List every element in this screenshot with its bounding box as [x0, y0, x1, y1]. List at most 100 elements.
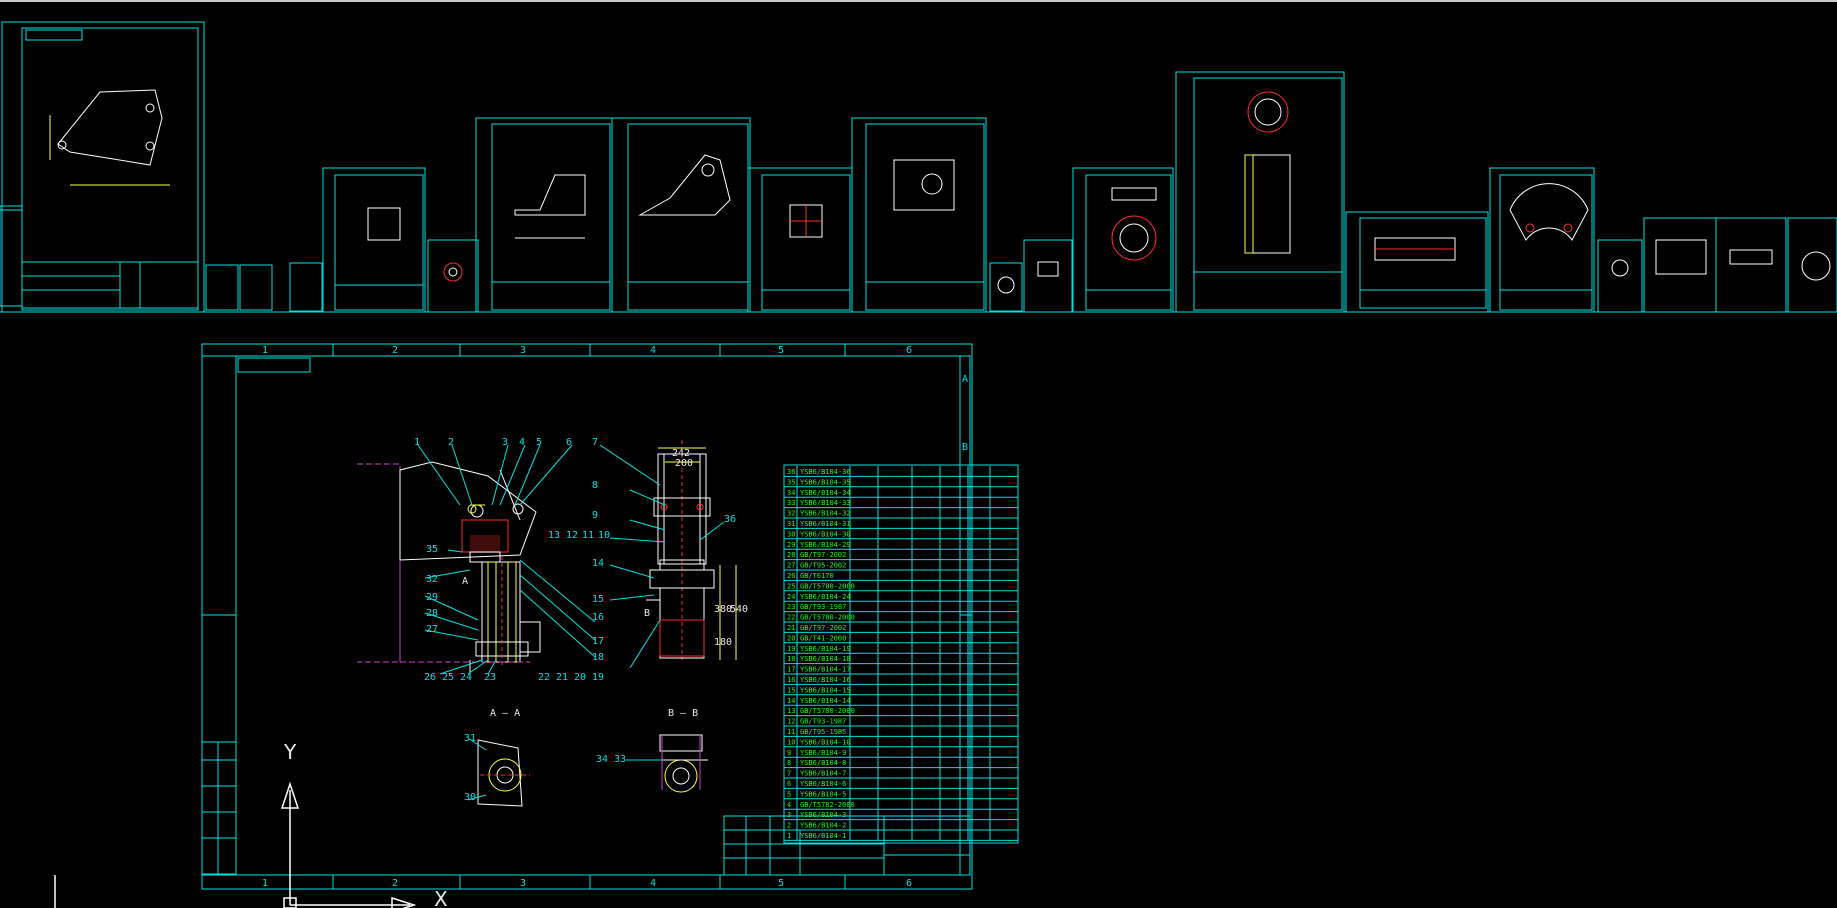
zone-number: 6	[906, 878, 912, 889]
bom-row-code: YSB6/B104-14	[800, 697, 851, 705]
bom-row-number: 7	[787, 770, 791, 778]
sheet-frame[interactable]	[1072, 167, 1174, 313]
bom-row-number: 25	[787, 582, 795, 590]
balloon-label: 19	[592, 672, 604, 683]
zone-number: 5	[778, 345, 784, 356]
bom-row-code: GB/T41-2000	[800, 634, 846, 642]
bom-row-code: YSB6/B104-31	[800, 520, 851, 528]
zone-letter: A	[962, 374, 968, 385]
zone-number: 3	[520, 345, 526, 356]
bom-row-number: 5	[787, 790, 791, 798]
bom-row-code: YSB6/B104-2	[800, 822, 846, 830]
sheet-label-box	[25, 29, 83, 41]
zone-numbers: 1 2 3 4 5 6 1 2 3 4 5 6 A B	[262, 345, 968, 889]
zone-number: 3	[520, 878, 526, 889]
balloon-label: 21	[556, 672, 568, 683]
dimension-text: 540	[730, 604, 748, 615]
balloon-label: 25	[442, 672, 454, 683]
balloon-label: 12	[566, 530, 578, 541]
zone-number: 1	[262, 345, 268, 356]
bom-row-number: 28	[787, 551, 795, 559]
bom-row-number: 29	[787, 541, 795, 549]
bom-row-number: 9	[787, 749, 791, 757]
section-views[interactable]	[477, 734, 708, 807]
balloon-label: 10	[598, 530, 610, 541]
sheet-frame[interactable]	[322, 167, 426, 313]
bom-row-code: GB/T97-2002	[800, 624, 846, 632]
bom-row-code: YSB6/B104-18	[800, 655, 851, 663]
title-block	[21, 261, 199, 309]
bom-row-code: YSB6/B104-29	[800, 541, 851, 549]
bom-row-code: GB/T5780-2000	[800, 707, 855, 715]
balloon-label: 33	[614, 754, 626, 765]
sheet-label-box	[237, 357, 311, 373]
balloon-label: 28	[426, 608, 438, 619]
balloon-label: 1	[414, 437, 420, 448]
bom-row-code: YSB6/B104-9	[800, 749, 846, 757]
ucs-x-label: X	[434, 887, 448, 908]
bom-row-code: GB/T6170	[800, 572, 834, 580]
bom-row-number: 16	[787, 676, 795, 684]
bom-row-number: 1	[787, 832, 791, 840]
balloon-label: 26	[424, 672, 436, 683]
sheet-frame[interactable]	[1345, 211, 1489, 313]
balloon-label: 32	[426, 574, 438, 585]
sheet-frame[interactable]	[1489, 167, 1595, 313]
bom-row-code: GB/T97-2002	[800, 551, 846, 559]
bom-row-code: YSB6/B104-17	[800, 666, 851, 674]
bom-row-number: 26	[787, 572, 795, 580]
top-sheets	[0, 21, 1837, 313]
plate-outline[interactable]	[57, 89, 163, 166]
balloon-label: 23	[484, 672, 496, 683]
balloon-label: 31	[464, 733, 476, 744]
bom-row-number: 20	[787, 634, 795, 642]
bom-row-code: YSB6/B104-16	[800, 676, 851, 684]
balloon-label: 16	[592, 612, 604, 623]
balloon-label: 22	[538, 672, 550, 683]
bom-row-code: YSB6/B104-30	[800, 530, 851, 538]
balloon-label: 9	[592, 510, 598, 521]
dimension-text: 380	[714, 604, 732, 615]
zone-number: 2	[392, 345, 398, 356]
balloon-label: 27	[426, 624, 438, 635]
bom-row-number: 24	[787, 593, 795, 601]
bom-row-code: YSB6/B104-6	[800, 780, 846, 788]
bom-row-code: GB/T93-1987	[800, 603, 846, 611]
sheet-frame[interactable]	[1175, 71, 1345, 313]
bom-row-code: YSB6/B104-32	[800, 510, 851, 518]
balloon-label: 5	[536, 437, 542, 448]
sheet-frame[interactable]	[1, 21, 205, 313]
leader-lines	[417, 444, 725, 801]
section-marker: B	[644, 608, 650, 619]
side-table	[201, 741, 237, 875]
side-view[interactable]	[646, 440, 737, 660]
balloon-label: 6	[566, 437, 572, 448]
balloon-label: 8	[592, 480, 598, 491]
window-top-edge	[0, 0, 1837, 2]
sheet-frame[interactable]	[851, 117, 987, 313]
front-view[interactable]	[357, 461, 541, 675]
bom-row-number: 34	[787, 489, 795, 497]
bom-row-number: 35	[787, 478, 795, 486]
balloon-label: 17	[592, 636, 604, 647]
bom-row-code: GB/T95-2002	[800, 562, 846, 570]
zone-number: 2	[392, 878, 398, 889]
bom-row-number: 18	[787, 655, 795, 663]
bom-row-number: 31	[787, 520, 795, 528]
bom-row-number: 4	[787, 801, 791, 809]
bom-row-number: 14	[787, 697, 795, 705]
balloon-label: 18	[592, 652, 604, 663]
bom-row-number: 2	[787, 822, 791, 830]
bom-row-code: YSB6/B104-10	[800, 738, 851, 746]
dimension-text: 180	[714, 637, 732, 648]
sheet-frame[interactable]	[611, 117, 751, 313]
dimension-text: 200	[675, 458, 693, 469]
bom-row-number: 11	[787, 728, 795, 736]
bom-row-number: 22	[787, 614, 795, 622]
bom-row-number: 23	[787, 603, 795, 611]
main-sheet-outer-frame[interactable]	[201, 343, 973, 890]
ucs-icon	[54, 781, 417, 908]
bom-row-code: YSB6/B104-24	[800, 593, 851, 601]
